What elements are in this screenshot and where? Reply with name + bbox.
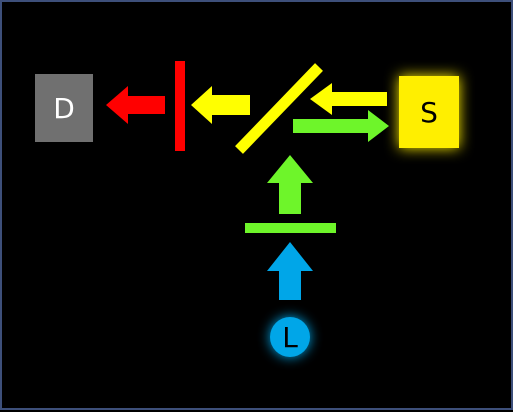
filter-to-mirror-arrow (267, 155, 313, 214)
mirror-to-sample-arrow (293, 110, 389, 142)
green-filter (245, 223, 336, 233)
detector-node: D (35, 74, 93, 142)
laser-to-filter-arrow (267, 242, 313, 300)
detector-box (35, 74, 93, 142)
detector-label: D (53, 92, 75, 125)
laser-source (270, 317, 310, 357)
sample-label: S (420, 96, 438, 129)
mirror-to-red-filter-arrow (191, 86, 250, 124)
laser-node: L (270, 317, 310, 357)
sample-node: S (399, 76, 459, 148)
sample-to-mirror-arrow (310, 83, 387, 115)
sample-box (399, 76, 459, 148)
red-filter (175, 61, 185, 151)
dichroic-mirror (235, 63, 323, 154)
laser-label: L (282, 321, 298, 354)
red-filter-to-detector-arrow (106, 86, 165, 124)
